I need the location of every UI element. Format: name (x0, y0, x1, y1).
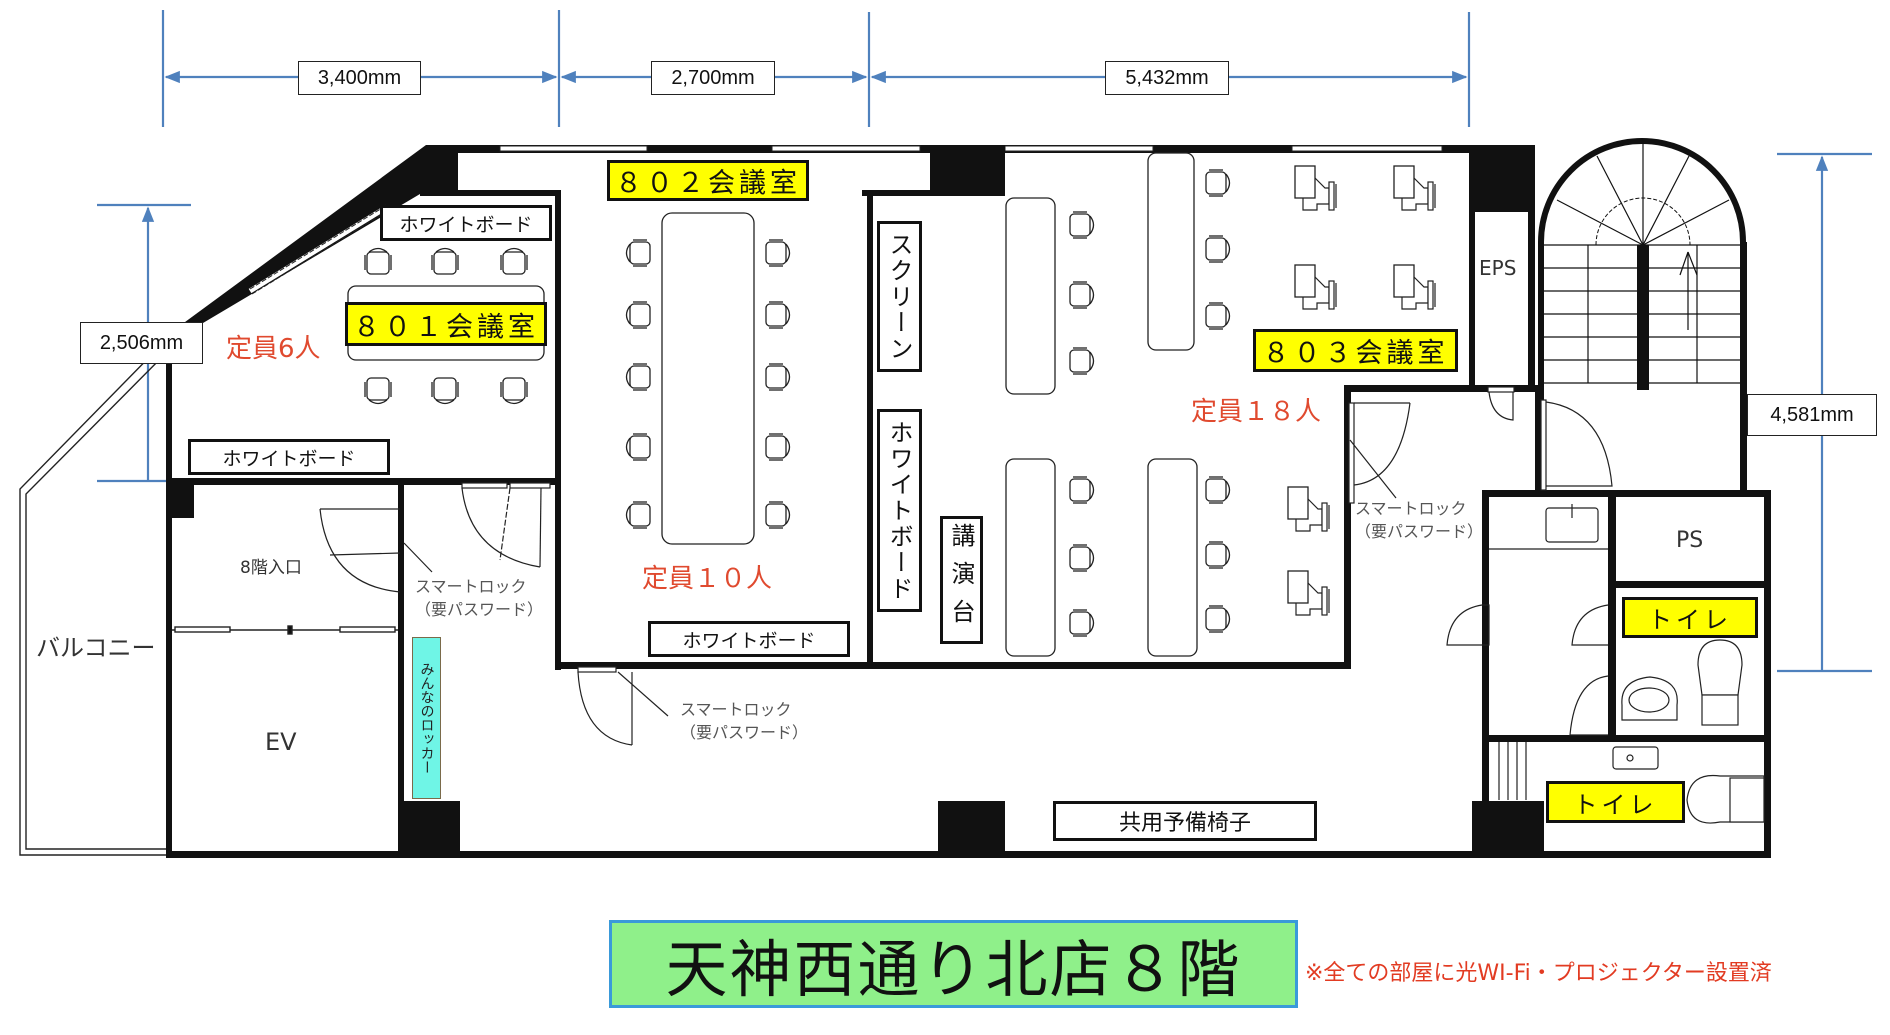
smart-lock-line2: （要パスワード） (415, 600, 544, 619)
room-802-whiteboard: ホワイトボード (648, 621, 850, 657)
room-803-furniture (1005, 152, 1436, 657)
dimension-label-2700: 2,700mm (651, 61, 775, 95)
toilet-label-lower: トイレ (1546, 781, 1685, 823)
room-801-whiteboard-bottom: ホワイトボード (188, 439, 390, 475)
smart-lock-line2: （要パスワード） (1355, 522, 1484, 541)
dimension-label-2506: 2,506mm (80, 322, 203, 364)
smart-lock-line1: スマートロック (680, 700, 792, 719)
toilet-label-upper: トイレ (1622, 597, 1758, 638)
elevator-label: EV (265, 728, 297, 756)
vent-slats (1498, 742, 1527, 800)
dimension-label-4581: 4,581mm (1747, 394, 1877, 436)
room-802-label: ８０２会議室 (607, 160, 809, 201)
smart-lock-note-803: スマートロック （要パスワード） (1355, 497, 1483, 543)
smart-lock-note-hallway: スマートロック （要パスワード） (415, 575, 543, 621)
room-802-capacity: 定員１０人 (642, 564, 773, 594)
smart-lock-note-802: スマートロック （要パスワード） (680, 698, 808, 744)
room-803-capacity: 定員１８人 (1191, 397, 1322, 427)
diagonal-wall (166, 145, 458, 342)
room-801-capacity: 定員6人 (226, 334, 321, 364)
room-803-label: ８０３会議室 (1253, 329, 1458, 372)
room-802-furniture (625, 212, 791, 545)
smart-lock-line1: スマートロック (1355, 499, 1467, 518)
room-801-whiteboard-top: ホワイトボード (380, 205, 552, 241)
spare-chairs-box: 共用予備椅子 (1053, 801, 1317, 841)
smart-lock-line1: スマートロック (415, 577, 527, 596)
room-803-whiteboard: ホワイトボード (877, 409, 922, 612)
balcony-label: バルコニー (36, 634, 156, 662)
elevator-door (172, 625, 398, 635)
entrance-label: 8階入口 (240, 558, 302, 578)
eps-label: EPS (1479, 256, 1517, 280)
shared-locker: みんなのロッカー (412, 637, 441, 799)
toilet-fixtures (1489, 504, 1765, 824)
ps-label: PS (1676, 528, 1704, 553)
dimension-label-5432: 5,432mm (1105, 61, 1229, 95)
balcony-outline (19, 334, 177, 856)
staircase (1538, 138, 1746, 390)
smart-lock-line2: （要パスワード） (680, 723, 809, 742)
room-803-podium: 講演台 (940, 516, 983, 644)
room-801-label: ８０１会議室 (345, 302, 547, 346)
floor-title: 天神西通り北店８階 (609, 920, 1298, 1008)
door-swings (319, 386, 1613, 746)
room-803-screen: スクリーン (877, 221, 922, 372)
walls (166, 145, 1771, 858)
equipment-footnote: ※全ての部屋に光WI-Fi・プロジェクター設置済 (1305, 961, 1772, 986)
dimension-label-3400: 3,400mm (298, 61, 421, 95)
